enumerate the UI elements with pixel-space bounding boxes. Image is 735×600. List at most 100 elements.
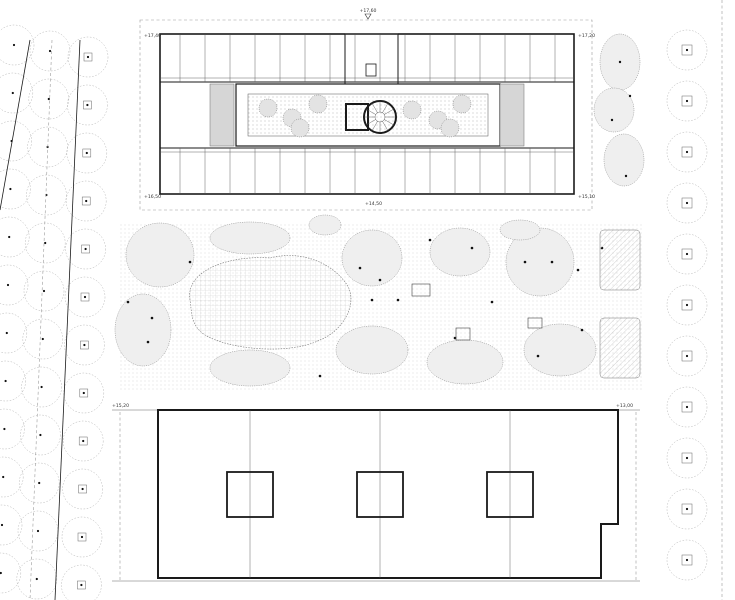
tree-canopy (28, 78, 70, 120)
tree-canopy (66, 132, 108, 174)
tree-pit (81, 244, 90, 254)
tree-trunk (4, 379, 7, 383)
tree-trunk (428, 238, 432, 242)
tree-trunk (81, 487, 84, 491)
tree-trunk (523, 260, 527, 264)
tree-canopy (65, 180, 107, 222)
tree-trunk (38, 481, 41, 485)
tree-trunk (685, 150, 689, 154)
tree-canopy (666, 539, 708, 581)
courtyard-tree (402, 100, 422, 120)
planting-bed (125, 222, 195, 288)
tree-trunk (685, 201, 689, 205)
tree-trunk (6, 283, 10, 287)
tree-canopy (666, 488, 708, 530)
tree-trunk (378, 278, 382, 282)
tree-trunk (36, 529, 40, 533)
left-road-edge-2 (54, 39, 81, 600)
stair-tread (384, 108, 394, 115)
tree-canopy (21, 366, 62, 408)
tree-canopy (64, 276, 106, 318)
tree-canopy (61, 516, 103, 558)
tree-trunk (685, 303, 689, 307)
planting-bed (335, 325, 409, 375)
planting-bed (603, 133, 645, 187)
planting-bed (341, 229, 403, 287)
tree-trunk (453, 336, 457, 340)
level-lower-left: +15,20 (112, 403, 129, 409)
stair-core (345, 103, 369, 131)
tree-trunk (12, 43, 16, 47)
tree-trunk (11, 91, 14, 95)
tree-trunk (188, 260, 192, 264)
tree-canopy (0, 120, 32, 162)
tree-trunk (44, 241, 47, 245)
tree-trunk (83, 343, 86, 347)
tree-trunk (85, 151, 88, 155)
east-planting-column (593, 33, 645, 187)
tree-trunk (150, 316, 154, 320)
tree-trunk (358, 266, 362, 270)
tree-canopy (666, 182, 708, 224)
level-north-left: +17,40 (144, 33, 161, 39)
tree-canopy (0, 168, 31, 210)
level-top-center: +17,60 (359, 8, 376, 14)
tree-trunk (8, 235, 11, 239)
tree-pit (79, 388, 89, 398)
tree-trunk (9, 187, 12, 191)
tree-trunk (83, 295, 87, 299)
tree-trunk (86, 103, 89, 107)
tree-trunk (86, 55, 90, 59)
tree-canopy (62, 420, 104, 462)
tree-canopy (666, 284, 708, 326)
planting-bed (209, 221, 291, 255)
level-north-right: +17,20 (578, 33, 595, 39)
tree-canopy (666, 233, 708, 275)
tree-trunk (146, 340, 150, 344)
tree-trunk (40, 385, 43, 389)
tree-pit (80, 340, 89, 350)
courtyard-tree (452, 94, 472, 114)
level-south-left: +16,50 (144, 194, 161, 200)
tree-canopy (666, 386, 708, 428)
planting-bed (114, 293, 172, 367)
level-south-center: +14,50 (365, 201, 382, 207)
stair-tread (384, 119, 394, 126)
tree-trunk (628, 94, 632, 98)
tree-pit (681, 452, 693, 464)
tree-trunk (126, 300, 130, 304)
level-lower-right: +13,00 (616, 403, 633, 409)
tree-canopy (666, 131, 708, 173)
tree-canopy (29, 30, 71, 72)
planting-bed (499, 219, 541, 241)
tree-canopy (0, 456, 24, 498)
tree-pit (681, 299, 693, 311)
planting-bed (429, 227, 491, 277)
tree-canopy (0, 24, 35, 66)
tree-canopy (16, 558, 58, 600)
hatched-bed-north (599, 229, 641, 291)
courtyard-trees (258, 94, 472, 138)
stair-tread (382, 103, 389, 113)
tree-trunk (685, 507, 689, 511)
tree-trunk (685, 99, 689, 103)
tree-canopy (26, 174, 67, 216)
north-building (139, 13, 593, 211)
south-building (112, 409, 640, 582)
tree-trunk (580, 328, 584, 332)
tree-trunk (576, 268, 580, 272)
tree-pit (681, 554, 693, 566)
tree-canopy (666, 29, 708, 71)
tree-trunk (82, 391, 85, 395)
tree-trunk (5, 331, 8, 335)
bench (527, 317, 543, 329)
tree-pit (77, 580, 86, 590)
bench (455, 327, 471, 341)
tree-canopy (0, 216, 30, 258)
tree-pit (83, 52, 93, 62)
tree-pit (78, 436, 88, 446)
level-marker-triangle (364, 13, 372, 20)
tree-canopy (64, 324, 105, 366)
tree-canopy (666, 437, 708, 479)
tree-canopy (22, 318, 64, 360)
